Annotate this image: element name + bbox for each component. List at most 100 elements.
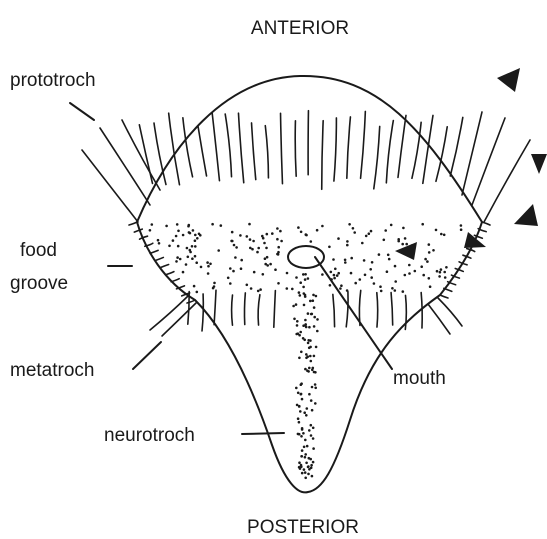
groove-bristle bbox=[166, 272, 174, 275]
neurotroch-dot bbox=[304, 368, 307, 371]
prototroch-cilium bbox=[334, 118, 336, 181]
groove-dot bbox=[404, 274, 407, 277]
groove-dot bbox=[271, 232, 274, 235]
groove-dot bbox=[176, 256, 179, 259]
neurotroch-dot bbox=[309, 339, 312, 342]
groove-dot bbox=[370, 230, 373, 233]
neurotroch-dot bbox=[298, 291, 301, 294]
groove-dot bbox=[304, 273, 307, 276]
groove-dot bbox=[333, 277, 336, 280]
neurotroch-dot bbox=[304, 477, 307, 480]
groove-bristle bbox=[150, 250, 158, 253]
neurotroch-dot bbox=[304, 453, 307, 456]
hyposphere-outline bbox=[137, 222, 482, 492]
groove-dot bbox=[259, 288, 262, 291]
neurotroch-label: neurotroch bbox=[104, 425, 195, 446]
neurotroch-dot bbox=[299, 410, 302, 413]
food-groove-label-line1: food bbox=[20, 240, 57, 261]
groove-dot bbox=[344, 259, 347, 262]
groove-dot bbox=[168, 245, 171, 248]
groove-dot bbox=[384, 229, 387, 232]
groove-dot bbox=[262, 237, 265, 240]
groove-dot bbox=[209, 263, 212, 266]
groove-dot bbox=[257, 290, 260, 293]
metatroch-leader bbox=[133, 342, 161, 369]
neurotroch-dot bbox=[297, 417, 300, 420]
groove-dot bbox=[302, 286, 305, 289]
groove-dot bbox=[332, 258, 335, 261]
posterior-label: POSTERIOR bbox=[247, 517, 359, 538]
neurotroch-dot bbox=[307, 473, 310, 476]
neurotroch-dot bbox=[310, 464, 313, 467]
neurotroch-dot bbox=[307, 465, 310, 468]
neurotroch-dot bbox=[298, 421, 301, 424]
groove-dot bbox=[269, 263, 272, 266]
groove-dot bbox=[217, 249, 220, 252]
groove-dot bbox=[344, 261, 347, 264]
food-groove-stipple bbox=[149, 223, 463, 293]
groove-dot bbox=[337, 237, 340, 240]
groove-dot bbox=[229, 282, 232, 285]
mouth-label: mouth bbox=[393, 368, 446, 389]
groove-dot bbox=[330, 271, 333, 274]
neurotroch-dot bbox=[305, 353, 308, 356]
neurotroch-dot bbox=[301, 427, 304, 430]
groove-dot bbox=[365, 235, 368, 238]
groove-dot bbox=[256, 251, 259, 254]
groove-dot bbox=[414, 270, 417, 273]
prototroch-cilium bbox=[398, 115, 406, 177]
groove-dot bbox=[229, 267, 232, 270]
groove-dot bbox=[182, 271, 185, 274]
metatroch-cilium bbox=[405, 295, 406, 329]
neurotroch-dot bbox=[313, 325, 316, 328]
groove-dot bbox=[391, 287, 394, 290]
neurotroch-dot bbox=[308, 393, 311, 396]
groove-dot bbox=[207, 265, 210, 268]
neurotroch-dot bbox=[309, 355, 312, 358]
prototroch-leader bbox=[70, 103, 94, 120]
prototroch-cilium bbox=[347, 117, 351, 178]
arrow-icon bbox=[531, 154, 547, 174]
groove-dot bbox=[194, 239, 197, 242]
groove-dot bbox=[388, 258, 391, 261]
groove-dot bbox=[402, 290, 405, 293]
groove-dot bbox=[444, 276, 447, 279]
neurotroch-dot bbox=[312, 299, 315, 302]
groove-bristle bbox=[171, 279, 179, 282]
groove-dot bbox=[239, 234, 242, 237]
neurotroch-dot bbox=[304, 456, 307, 459]
groove-dot bbox=[300, 231, 303, 234]
groove-dot bbox=[276, 238, 279, 241]
metatroch-cilium bbox=[333, 294, 335, 326]
groove-dot bbox=[390, 224, 393, 227]
groove-dot bbox=[158, 242, 161, 245]
groove-dot bbox=[310, 240, 313, 243]
neurotroch-dot bbox=[311, 313, 314, 316]
groove-dot bbox=[334, 268, 337, 271]
metatroch-cilium bbox=[244, 293, 245, 325]
neurotroch-dot bbox=[307, 370, 310, 373]
neurotroch-dot bbox=[313, 316, 316, 319]
groove-dot bbox=[404, 237, 407, 240]
neurotroch-dot bbox=[315, 295, 318, 298]
prototroch-cilium bbox=[386, 121, 393, 183]
groove-dot bbox=[426, 260, 429, 263]
neurotroch-dot bbox=[292, 305, 295, 308]
metatroch-cilium bbox=[214, 290, 216, 324]
metatroch-cilium bbox=[150, 296, 188, 330]
groove-dot bbox=[428, 243, 431, 246]
neurotroch-dot bbox=[312, 367, 315, 370]
groove-dot bbox=[352, 227, 355, 230]
metatroch-cilium bbox=[162, 303, 196, 336]
groove-dot bbox=[439, 271, 442, 274]
groove-dot bbox=[346, 289, 349, 292]
groove-dot bbox=[440, 233, 443, 236]
neurotroch-dot bbox=[310, 399, 313, 402]
groove-dot bbox=[305, 233, 308, 236]
neurotroch-dot bbox=[304, 319, 307, 322]
groove-dot bbox=[394, 280, 397, 283]
neurotroch-dot bbox=[308, 367, 311, 370]
neurotroch-dot bbox=[299, 294, 302, 297]
neurotroch-dot bbox=[295, 387, 298, 390]
groove-dot bbox=[213, 285, 216, 288]
